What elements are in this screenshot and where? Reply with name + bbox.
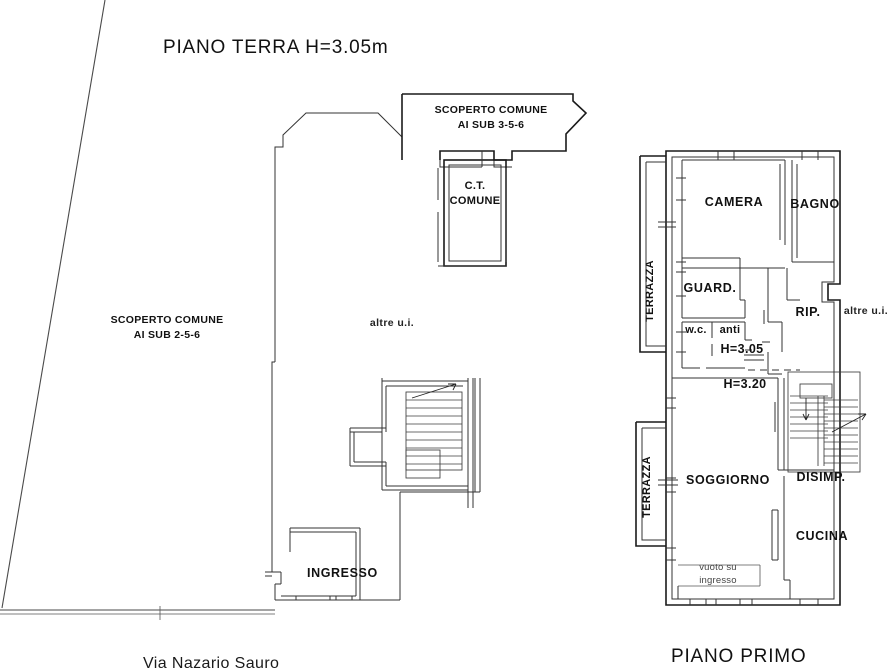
terrace-lower [635, 421, 678, 547]
first-floor-title: PIANO PRIMO [671, 646, 806, 667]
ground-stair-landing [405, 449, 441, 479]
courtyard-lower-edge-b [493, 160, 512, 168]
stair-outer-double-wall [474, 378, 481, 492]
camera-room [676, 151, 786, 269]
camera-window-mark [717, 151, 735, 160]
terrace-upper-door [658, 221, 676, 228]
disimp-area [783, 378, 834, 471]
ct-comune-label-line1: C.T. [465, 180, 486, 192]
bagno-room [791, 151, 834, 263]
ct-comune-room [437, 151, 507, 267]
ground-floor-group: PIANO TERRA H=3.05m SCOPERTO COMUNE AI S… [0, 0, 588, 670]
stair-stringer [817, 396, 825, 466]
rip-corridor-door [744, 354, 764, 361]
upper-courtyard-label-line2: AI SUB 3-5-6 [458, 119, 525, 131]
guard-room [676, 257, 746, 319]
lot-boundary-diagonal [1, 0, 106, 609]
terrace-lower-label: TERRAZZA [641, 456, 653, 518]
first-floor-group: CAMERA BAGNO GUARD. RIP. w.c. anti SOGGI… [635, 150, 888, 667]
building-outline-top [274, 112, 403, 160]
stair-enclosure [787, 371, 861, 473]
cucina-niche-outline [771, 509, 778, 561]
first-floor-bottom-windows [689, 599, 753, 605]
ingresso-window-marks [295, 596, 353, 600]
lot-boundary-lines [0, 0, 275, 620]
ground-staircase [405, 383, 463, 479]
ct-comune-inner [448, 164, 502, 262]
ground-other-units-label: altre u.i. [370, 317, 414, 329]
first-floor-staircase [787, 371, 867, 473]
ground-stair-arrowhead [448, 383, 457, 391]
ground-stair-run [405, 391, 463, 471]
courtyard-upper-walls [402, 93, 588, 161]
stair-upper-treads [790, 395, 828, 439]
terrace-lower-outline [635, 422, 666, 547]
ground-floor-title: PIANO TERRA H=3.05m [163, 37, 389, 58]
stair-arrow-down-head [802, 413, 810, 421]
cucina-window-mark [799, 599, 819, 605]
ground-stair-treads [406, 399, 462, 465]
terrace-upper-outline [639, 156, 666, 353]
wc-left-openings [676, 331, 686, 353]
ground-building-outline [271, 112, 403, 548]
stair-lower-treads [824, 399, 858, 464]
void-over-entrance [677, 564, 761, 605]
ct-comune-label-line2: COMUNE [450, 195, 501, 207]
guard-label: GUARD. [684, 281, 737, 295]
street-label: Via Nazario Sauro [143, 655, 279, 670]
stair-arrow-head [858, 413, 867, 421]
first-floor-inner-wall [671, 156, 835, 600]
left-courtyard-label-line2: AI SUB 2-5-6 [134, 329, 201, 341]
void-label-line2: ingresso [699, 575, 737, 586]
void-label-line1: vuoto su [699, 562, 737, 573]
first-building-envelope [665, 150, 841, 606]
terrace-lower-door [658, 479, 678, 486]
upper-courtyard-label-line1: SCOPERTO COMUNE [435, 104, 548, 116]
ground-stair-direction-line [411, 383, 457, 399]
first-floor-outer-wall [665, 150, 841, 606]
ct-comune-outer [443, 159, 507, 267]
camera-left-openings [676, 177, 686, 263]
terrace-upper [639, 155, 676, 353]
soggiorno-label: SOGGIORNO [686, 473, 770, 487]
stair-landing [799, 383, 833, 399]
bagno-window-mark [801, 151, 819, 160]
cucina-area [771, 476, 819, 605]
anti-label: anti [720, 324, 741, 336]
terrace-upper-label: TERRAZZA [644, 260, 656, 322]
ingresso-label: INGRESSO [307, 566, 378, 580]
ingresso-left-door [265, 571, 272, 577]
height-lower-label: H=3.20 [723, 377, 766, 391]
wc-label: w.c. [684, 324, 707, 336]
bagno-label: BAGNO [790, 197, 840, 211]
soggiorno-left-openings [666, 397, 676, 561]
soggiorno-area [666, 377, 790, 599]
upper-courtyard-outline [401, 93, 588, 168]
ground-inner-walls [265, 378, 481, 601]
terrace-upper-inner [645, 162, 666, 347]
stair-arrow-line [831, 413, 867, 433]
camera-label: CAMERA [705, 195, 763, 209]
first-other-units-label: altre u.i. [844, 305, 888, 317]
rip-label: RIP. [795, 305, 820, 319]
left-courtyard-label-line1: SCOPERTO COMUNE [111, 314, 224, 326]
courtyard-lower-edge-a [439, 160, 482, 168]
rip-room [744, 268, 800, 375]
guard-left-openings [676, 271, 686, 297]
height-upper-label: H=3.05 [720, 342, 763, 356]
wc-anti-rooms [676, 321, 752, 369]
terrace-lower-inner [641, 428, 666, 541]
disimp-label: DISIMP. [796, 470, 845, 484]
cucina-label: CUCINA [796, 529, 848, 543]
building-outline-left-jog [271, 361, 275, 372]
